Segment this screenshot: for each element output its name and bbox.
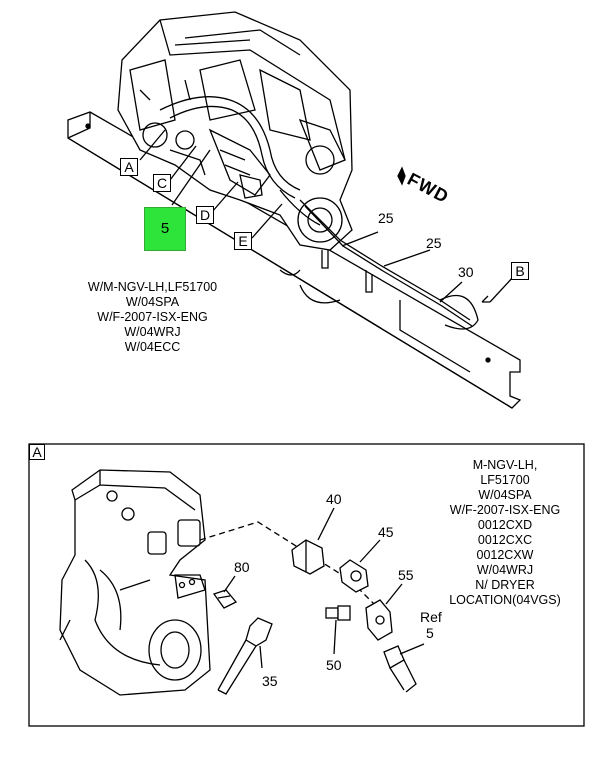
callout-ref: Ref xyxy=(420,609,442,625)
overview-note: W/M-NGV-LH,LF51700 W/04SPA W/F-2007-ISX-… xyxy=(70,280,235,355)
detail-note-line: N/ DRYER xyxy=(475,578,535,592)
callout-40: 40 xyxy=(326,491,342,507)
fitting-55 xyxy=(365,599,393,641)
fitting-40 xyxy=(291,539,325,575)
detail-tag-a: A xyxy=(29,444,45,460)
fitting-80 xyxy=(212,589,238,609)
detail-note-line: W/04SPA xyxy=(478,488,532,502)
callout-35: 35 xyxy=(262,673,278,689)
detail-note-line: 0012CXD xyxy=(477,518,533,532)
overview-note-line: W/04WRJ xyxy=(124,325,181,339)
detail-note-line: W/04WRJ xyxy=(476,563,534,577)
fwd-arrow xyxy=(397,166,406,186)
leader-lines-detail xyxy=(223,507,425,669)
callout-50: 50 xyxy=(326,657,342,673)
callout-30: 30 xyxy=(458,264,474,280)
callout-ref-5: 5 xyxy=(426,625,434,641)
engine-illustration xyxy=(117,11,479,330)
callout-e: E xyxy=(234,232,252,250)
detail-panel xyxy=(28,443,585,727)
callout-a: A xyxy=(120,158,138,176)
detail-note-line: 0012CXC xyxy=(477,533,533,547)
detail-note-line: M-NGV-LH, xyxy=(472,458,538,472)
fitting-50 xyxy=(325,605,351,621)
highlight-part-5[interactable]: 5 xyxy=(144,207,186,251)
compressor-illustration xyxy=(59,469,211,696)
callout-c: C xyxy=(153,174,171,192)
overview-note-line: W/F-2007-ISX-ENG xyxy=(97,310,208,324)
overview-note-line: W/04SPA xyxy=(125,295,180,309)
elbow-35 xyxy=(217,617,273,695)
callout-25-upper: 25 xyxy=(378,210,394,226)
fitting-45 xyxy=(339,559,369,593)
callout-25-lower: 25 xyxy=(426,235,442,251)
highlight-label: 5 xyxy=(160,220,170,237)
overview-note-line: W/M-NGV-LH,LF51700 xyxy=(87,280,218,294)
leader-lines-overview xyxy=(139,129,515,303)
detail-note-line: LF51700 xyxy=(480,473,530,487)
tube-ref-5 xyxy=(383,645,417,693)
callout-55: 55 xyxy=(398,567,414,583)
callout-45: 45 xyxy=(378,524,394,540)
callout-b: B xyxy=(511,262,529,280)
detail-note-line: 0012CXW xyxy=(476,548,534,562)
callout-80: 80 xyxy=(234,559,250,575)
detail-note: M-NGV-LH, LF51700 W/04SPA W/F-2007-ISX-E… xyxy=(440,458,570,608)
callout-d: D xyxy=(196,206,214,224)
overview-note-line: W/04ECC xyxy=(124,340,181,354)
detail-note-line: LOCATION(04VGS) xyxy=(449,593,561,607)
detail-note-line: W/F-2007-ISX-ENG xyxy=(449,503,561,517)
